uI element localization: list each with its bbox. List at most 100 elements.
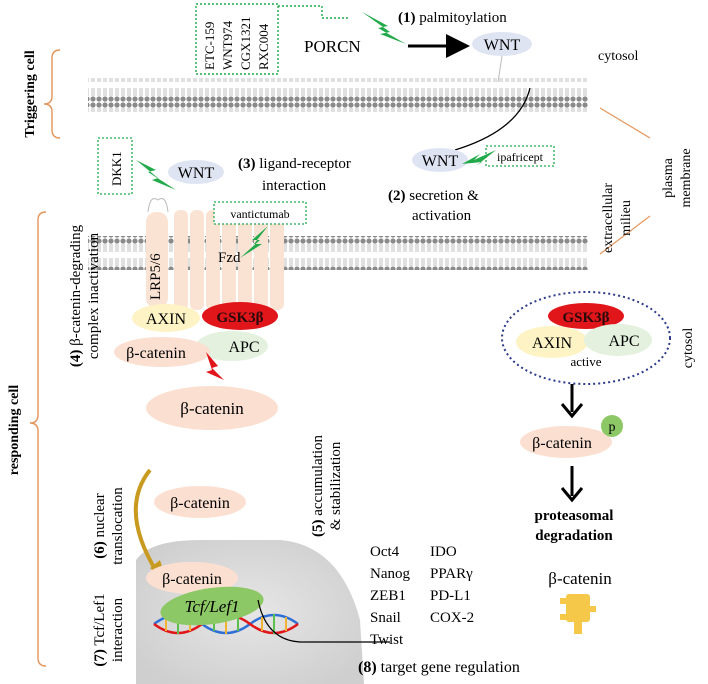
gene-list-left: Oct4 Nanog ZEB1 Snail Twist	[370, 544, 410, 648]
porcn-inhibitor-box	[195, 3, 279, 75]
gene-item: IDO	[430, 544, 457, 560]
fzd-receptor	[174, 210, 284, 310]
gsk3b-active	[548, 303, 624, 329]
inhibitor-4: RXC004	[256, 23, 271, 70]
beta-catenin-free	[146, 386, 278, 430]
translocation-arrow	[133, 468, 160, 576]
responding-cell-label: responding cell	[7, 385, 22, 475]
inhibit-bolt-dkk1-icon	[136, 160, 176, 190]
beta-catenin-free-label: β-catenin	[180, 399, 244, 418]
phospho-icon	[601, 415, 623, 437]
axin-inactive-label: AXIN	[146, 311, 186, 328]
wnt-receptor-label: WNT	[178, 165, 215, 182]
degraded-beta-catenin-label: β-catenin	[548, 569, 612, 588]
gene-connector	[257, 599, 390, 643]
ipafricept-label: ipafricept	[497, 150, 544, 164]
step2-label-1: (2) secretion &	[388, 188, 479, 204]
step7-label-1: (7) Tcf/Lef1	[92, 593, 108, 666]
axin-active	[516, 326, 588, 358]
beta-catenin-nuclear-label: β-catenin	[162, 571, 222, 588]
wnt-top-oval	[472, 32, 532, 56]
inhibitor-1: ETC-159	[202, 22, 217, 70]
vantictumab-box	[213, 201, 307, 225]
inhibit-bolt-ipafricept-icon	[462, 150, 496, 166]
phospho-label: p	[609, 420, 616, 435]
active-label: active	[570, 354, 601, 369]
tcf-lef1-label: Tcf/Lef1	[184, 597, 239, 616]
bracket-triggering	[43, 49, 61, 139]
tcf-lef1	[160, 586, 264, 626]
apc-inactive-label: APC	[228, 339, 259, 356]
wnt-receptor-oval	[168, 160, 224, 184]
beta-catenin-cytosol-label: β-catenin	[170, 495, 230, 512]
extracellular-1: extracellular	[601, 183, 616, 253]
plasma-membrane-2: membrane	[679, 148, 694, 207]
cytosol-bottom: cytosol	[681, 328, 696, 369]
bracket-responding	[29, 211, 47, 667]
step2-label-2: activation	[412, 208, 472, 224]
porcn-label: PORCN	[304, 37, 361, 56]
beta-catenin-phospho	[520, 426, 612, 458]
gene-item: COX-2	[430, 610, 474, 626]
gsk3b-active-label: GSK3β	[562, 310, 609, 326]
gene-list-right: IDO PPARγ PD-L1 COX-2	[430, 544, 474, 626]
fzd-label: Fzd	[218, 250, 241, 266]
pm-line-top	[599, 107, 651, 139]
beta-catenin-nuclear	[146, 562, 238, 594]
ipafricept-box	[485, 145, 555, 167]
gene-item: Twist	[370, 632, 404, 648]
lrp-label: LRP5/6	[148, 253, 164, 300]
cytosol-top: cytosol	[598, 49, 639, 64]
pm-line-bottom	[599, 215, 651, 255]
step5-label-2: & stabilization	[328, 441, 344, 530]
step7-label-2: interaction	[110, 597, 126, 662]
step1-label: (1) palmitoylation	[398, 10, 507, 26]
inhibitor-2: WNT974	[220, 20, 235, 70]
membrane-bottom	[88, 236, 588, 270]
lrp-receptor	[146, 212, 168, 308]
beta-catenin-phospho-label: β-catenin	[532, 435, 592, 452]
inhibitor-3: CGX1321	[238, 17, 253, 70]
release-bolt-icon	[206, 352, 224, 380]
inhibit-bolt-porcn-icon	[362, 12, 406, 44]
wnt-top-label: WNT	[484, 37, 521, 54]
step3-label-1: (3) ligand-receptor	[238, 156, 351, 172]
proteasomal-label-2: degradation	[535, 528, 613, 544]
inhibitor-connector	[278, 5, 348, 19]
membrane-top	[88, 78, 588, 112]
gene-item: PPARγ	[430, 566, 473, 582]
gene-item: Nanog	[370, 566, 410, 582]
triggering-cell-label: Triggering cell	[23, 50, 38, 137]
step3-label-2: interaction	[262, 178, 327, 194]
vantictumab-label: vantictumab	[230, 207, 289, 221]
axin-inactive	[132, 304, 200, 332]
secretion-curve	[454, 87, 531, 151]
beta-catenin-complex-label: β-catenin	[126, 345, 186, 362]
wnt-anchor	[497, 55, 503, 83]
active-complex-boundary	[501, 291, 671, 385]
axin-active-label: AXIN	[532, 335, 572, 352]
step8-label: (8) target gene regulation	[358, 659, 520, 676]
dkk1-label: DKK1	[109, 151, 124, 186]
proteasome-icon	[560, 594, 596, 634]
dkk1-box	[97, 137, 133, 195]
step4-label-2: complex inactivation	[86, 232, 102, 359]
step5-label-1: (5) accumulation	[310, 434, 326, 537]
gene-item: PD-L1	[430, 588, 471, 604]
gsk3b-inactive	[202, 302, 278, 330]
gsk3b-inactive-label: GSK3β	[216, 310, 263, 326]
extracellular-2: milieu	[619, 200, 634, 236]
beta-catenin-cytosol	[154, 486, 246, 518]
plasma-membrane-1: plasma	[661, 157, 676, 197]
gene-item: Oct4	[370, 544, 400, 560]
inhibit-bolt-vantictumab-icon	[240, 226, 268, 258]
step6-label-1: (6) nuclear	[92, 493, 108, 558]
apc-active-label: APC	[608, 333, 639, 350]
apc-active	[584, 324, 652, 356]
apc-inactive	[196, 331, 268, 361]
gene-item: Snail	[370, 610, 401, 626]
gene-item: ZEB1	[370, 588, 406, 604]
step4-label-1: (4) β-catenin-degrading	[68, 224, 84, 367]
